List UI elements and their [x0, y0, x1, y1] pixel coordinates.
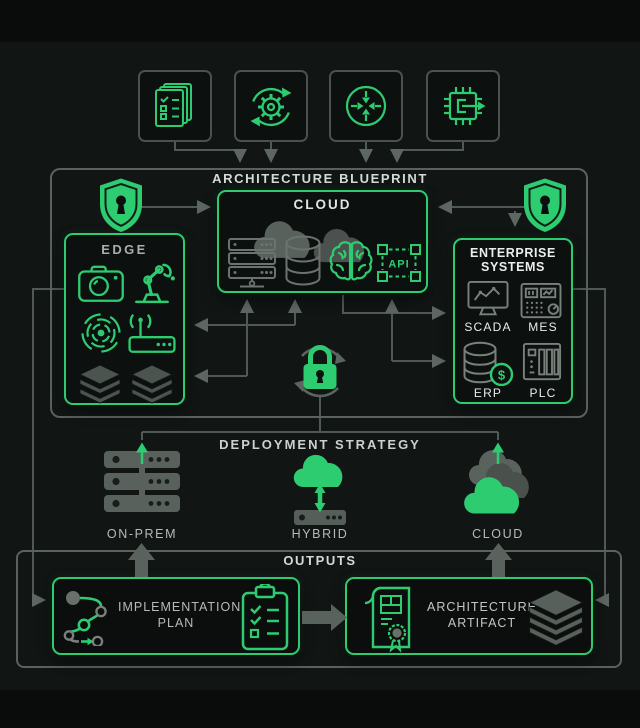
- input-box-process: [234, 70, 308, 142]
- edge-box: EDGE: [64, 233, 185, 405]
- enterprise-box: ENTERPRISE SYSTEMS SCADA: [453, 238, 573, 404]
- hybrid-cloud-icon: [293, 454, 346, 525]
- hybrid-label: HYBRID: [291, 527, 349, 541]
- edge-title: EDGE: [101, 242, 148, 257]
- enterprise-title-2: SYSTEMS: [481, 260, 545, 274]
- camera-icon: [78, 265, 124, 302]
- api-label: API: [388, 259, 409, 271]
- scroll-seal-icon: [364, 586, 411, 653]
- top-letterbox-band: [0, 0, 640, 42]
- shield-keyhole-icon: [100, 178, 142, 232]
- server-rack-icon: [228, 238, 276, 288]
- cloud-stack-icon: [464, 450, 529, 514]
- database-icon: [285, 235, 321, 286]
- onprem-label: ON-PREM: [106, 527, 178, 541]
- input-box-integration: [329, 70, 403, 142]
- blueprint-title: ARCHITECTURE BLUEPRINT: [212, 171, 428, 186]
- lock-sync-icon: [294, 345, 346, 398]
- plc-rack-icon: [522, 342, 562, 381]
- brain-icon: [329, 241, 373, 281]
- bottom-letterbox-band: [0, 690, 640, 728]
- robot-arm-icon: [135, 263, 175, 304]
- clipboard-checklist-icon: [241, 584, 289, 651]
- implementation-plan-label: IMPLEMENTATION PLAN: [118, 600, 242, 630]
- api-icon: API: [377, 244, 421, 282]
- erp-database-icon: $: [463, 341, 514, 386]
- outputs-title: OUTPUTS: [283, 553, 357, 568]
- converge-arrows-icon: [345, 85, 387, 127]
- cloud-title: CLOUD: [293, 197, 352, 212]
- plc-label: PLC: [529, 386, 557, 400]
- big-layer-stack-icon: [528, 589, 584, 646]
- input-box-documents: [138, 70, 212, 142]
- architecture-blueprint-frame: [50, 168, 588, 418]
- scada-label: SCADA: [464, 320, 512, 334]
- sensor-waves-icon: [81, 313, 121, 353]
- outputs-frame: [16, 550, 622, 668]
- mes-label: MES: [528, 320, 558, 334]
- onprem-servers-icon: [104, 451, 180, 512]
- chip-export-icon: [444, 87, 486, 125]
- shield-keyhole-icon: [524, 178, 566, 232]
- input-box-compute: [426, 70, 500, 142]
- route-path-icon: [63, 591, 107, 646]
- router-icon: [128, 313, 176, 353]
- architecture-artifact-label: ARCHITECTURE ARTIFACT: [427, 600, 537, 630]
- documents-checklist-icon: [155, 83, 192, 127]
- deployment-cloud-label: CLOUD: [472, 527, 524, 541]
- enterprise-title-1: ENTERPRISE: [470, 246, 556, 260]
- erp-label: ERP: [473, 386, 503, 400]
- deployment-title: DEPLOYMENT STRATEGY: [219, 437, 421, 452]
- layer-stack-icon: [130, 364, 174, 404]
- gear-sync-icon: [250, 87, 292, 127]
- scada-monitor-icon: [467, 280, 509, 316]
- architecture-artifact-box: ARCHITECTURE ARTIFACT: [345, 577, 593, 655]
- layer-stack-icon: [78, 364, 122, 404]
- erp-dollar-symbol: $: [498, 368, 506, 383]
- implementation-plan-box: IMPLEMENTATION PLAN: [52, 577, 300, 655]
- cloud-box: CLOUD: [217, 190, 428, 293]
- mes-panel-icon: [520, 282, 562, 319]
